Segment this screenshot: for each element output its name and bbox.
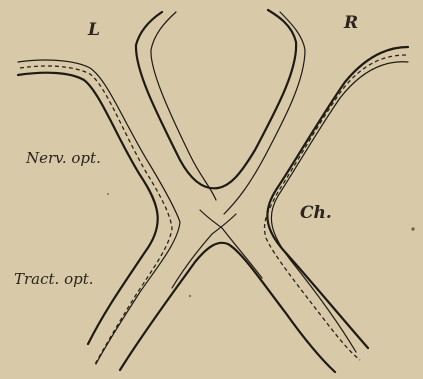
right-outer-thin	[271, 62, 408, 352]
label-right: R	[343, 13, 358, 33]
left-stem-inner-thin	[151, 12, 216, 200]
label-chiasm: Ch.	[300, 203, 332, 223]
paper-speck	[189, 295, 191, 297]
left-inner-upper-line	[136, 10, 296, 188]
lower-inner-line	[120, 243, 335, 372]
label-left: L	[87, 20, 100, 40]
left-dashed-fibre	[20, 66, 172, 366]
paper-speck	[107, 193, 109, 195]
label-tract: Tract. opt.	[14, 270, 94, 288]
right-stem-inner-thin	[224, 12, 305, 214]
label-nerve: Nerv. opt.	[25, 149, 101, 167]
right-nerve-outer-line	[267, 47, 408, 348]
paper-speck	[411, 227, 414, 230]
left-nerve-outer-line	[18, 73, 158, 344]
